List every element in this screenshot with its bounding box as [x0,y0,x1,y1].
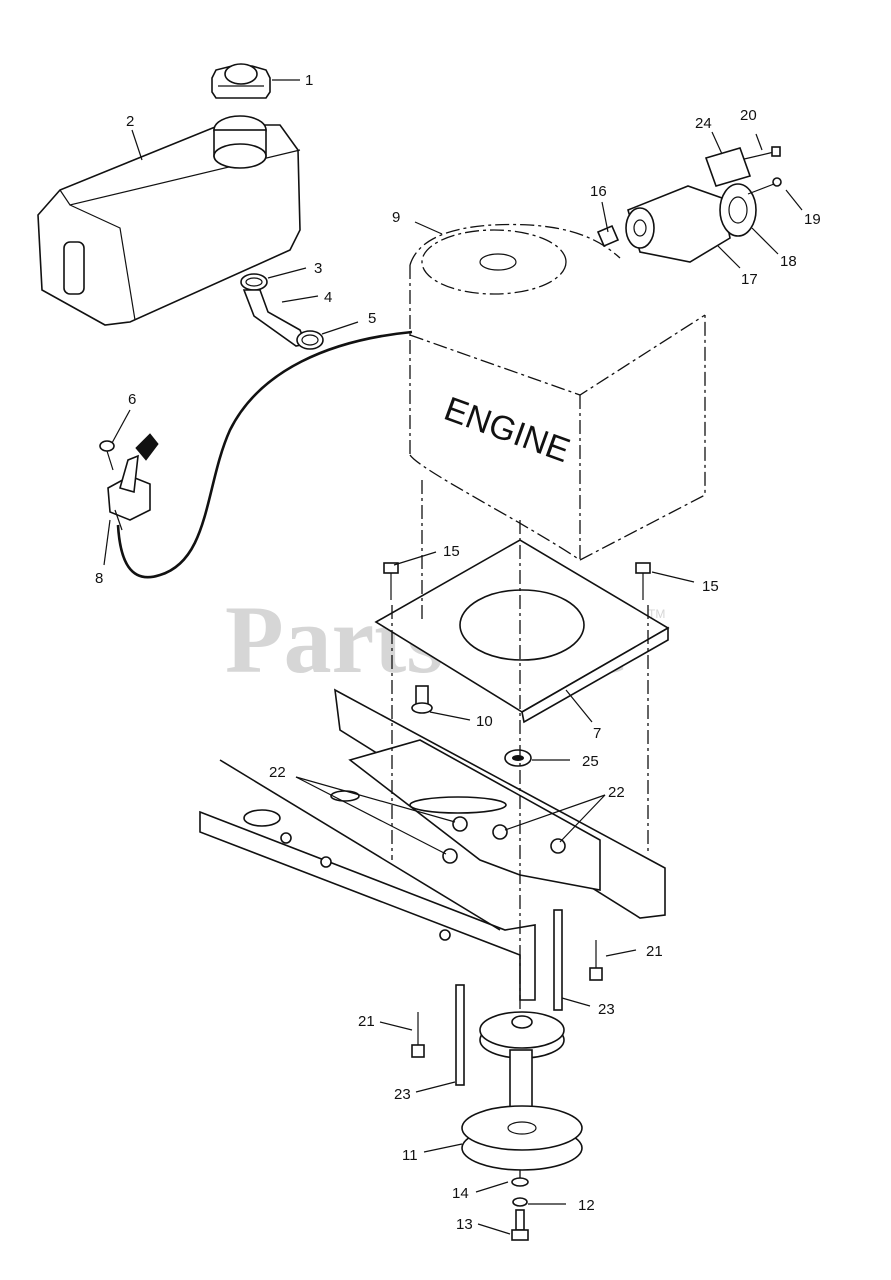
long-bolt-23-right[interactable] [553,909,563,1011]
hose-clamp-lower[interactable] [296,330,324,350]
callout-15-right: 15 [702,578,719,595]
hose-clamp-upper[interactable] [240,273,268,291]
bolt-21-left[interactable] [411,1012,425,1058]
callout-7: 7 [593,725,601,742]
callout-3: 3 [314,260,322,277]
nut-1[interactable] [452,816,468,832]
callout-5: 5 [368,310,376,327]
leader-lines [103,79,803,1235]
callout-10: 10 [476,713,493,730]
callout-20: 20 [740,107,757,124]
long-bolt-23-left[interactable] [455,984,465,1086]
bolt-21-right[interactable] [589,940,603,981]
callout-6: 6 [128,391,136,408]
flat-washer[interactable] [511,1177,529,1187]
callout-numbers: 1 2 3 4 5 6 7 8 9 10 11 12 13 14 15 15 1… [95,72,821,1233]
callout-1: 1 [305,72,313,89]
callout-4: 4 [324,289,332,306]
engine-label: ENGINE [439,390,574,470]
callout-18: 18 [780,253,797,270]
muffler-screw-short[interactable] [747,177,782,195]
muffler-flange[interactable] [719,183,757,237]
callout-22-right: 22 [608,784,625,801]
fuel-tank[interactable] [37,115,301,326]
muffler[interactable] [625,185,731,263]
callout-21-right: 21 [646,943,663,960]
callout-23-right: 23 [598,1001,615,1018]
engine-block [409,223,706,561]
nut-2[interactable] [492,824,508,840]
lock-washer[interactable] [512,1197,528,1207]
callout-12: 12 [578,1197,595,1214]
callout-22-left: 22 [269,764,286,781]
pulley-upper[interactable] [479,1011,565,1059]
callout-15-left: 15 [443,543,460,560]
nut-4[interactable] [550,838,566,854]
callout-19: 19 [804,211,821,228]
callout-16: 16 [590,183,607,200]
callout-8: 8 [95,570,103,587]
engine-mount-plate[interactable] [374,539,670,724]
bushing[interactable] [504,749,532,767]
callout-23-left: 23 [394,1086,411,1103]
callout-2: 2 [126,113,134,130]
callout-9: 9 [392,209,400,226]
throttle-cable [116,330,413,579]
throttle-control[interactable] [107,433,159,531]
callout-11: 11 [402,1147,418,1164]
muffler-guard[interactable] [704,147,752,187]
callout-13: 13 [456,1216,473,1233]
throttle-screw[interactable] [99,440,115,471]
mount-bolt-right[interactable] [635,562,651,600]
nut-3[interactable] [442,848,458,864]
callout-17: 17 [741,271,758,288]
callout-24: 24 [695,115,712,132]
pulley-bolt[interactable] [511,1209,529,1241]
callout-21-left: 21 [358,1013,375,1030]
mount-bolt-left[interactable] [383,562,399,600]
callout-25: 25 [582,753,599,770]
callout-14: 14 [452,1185,469,1202]
pulley-lower[interactable] [461,1105,583,1171]
frame-rails [199,688,666,1001]
fuel-cap[interactable] [211,63,271,99]
muffler-bolt-long[interactable] [739,146,781,161]
spacer[interactable] [411,685,433,714]
watermark-tm: TM [648,607,665,621]
